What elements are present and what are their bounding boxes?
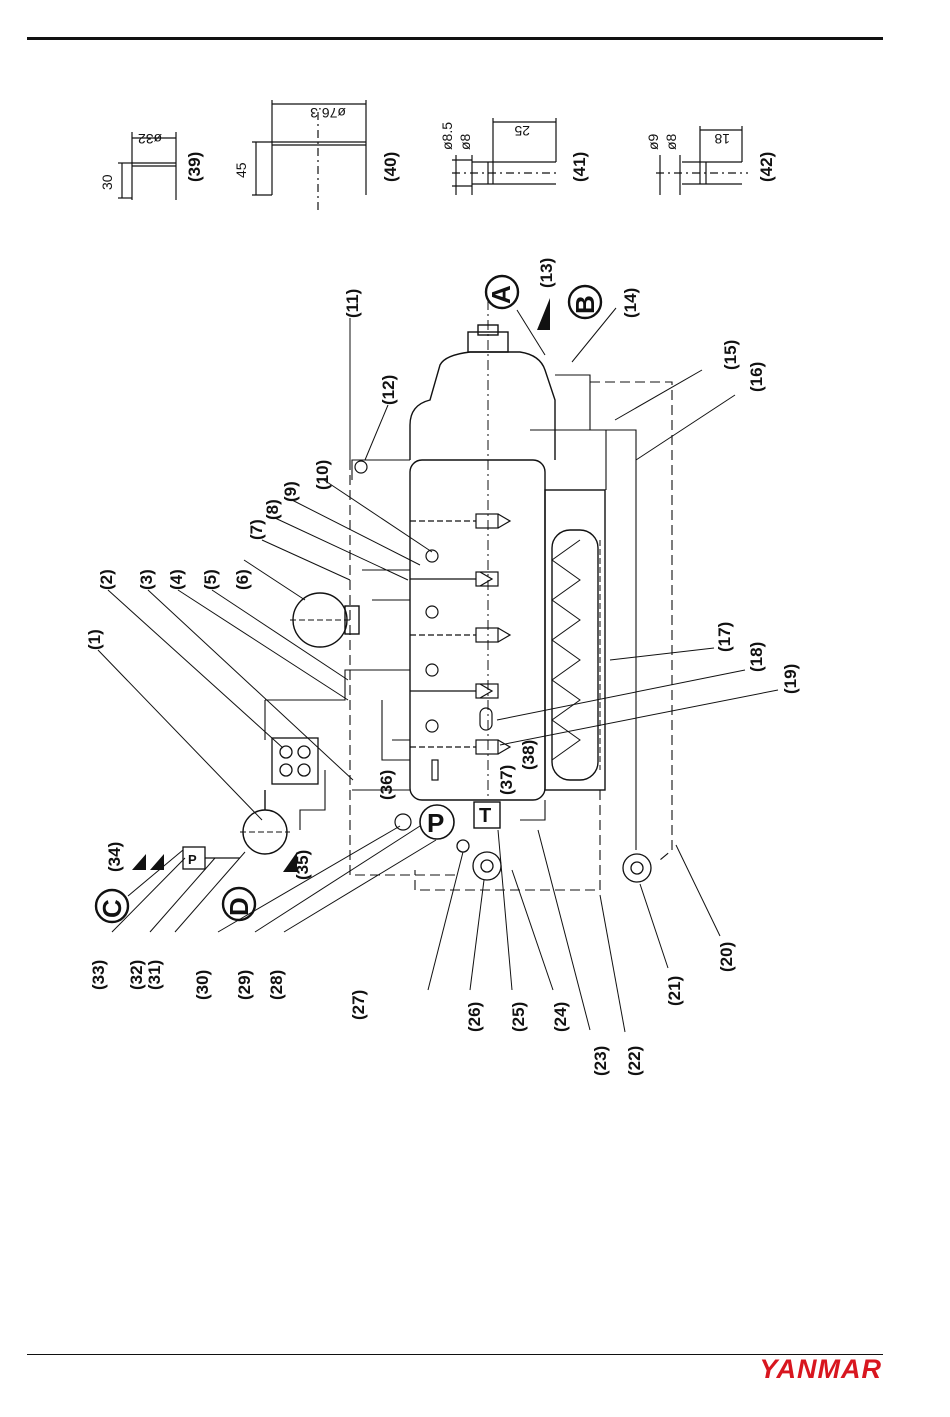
callout-38: (38) — [519, 740, 538, 770]
callout-22: (22) — [625, 1046, 644, 1076]
callout-5: (5) — [201, 569, 220, 590]
callout-7: (7) — [247, 519, 266, 540]
detail-40 — [252, 100, 366, 212]
callout-11: (11) — [343, 289, 362, 318]
callout-29: (29) — [235, 970, 254, 1000]
detail-39-dim-diameter: ø32 — [138, 131, 162, 147]
callout-19: (19) — [781, 664, 800, 694]
detail-39-dim-height: 30 — [99, 174, 115, 190]
callout-1: (1) — [85, 629, 104, 650]
connector-A: A — [486, 285, 516, 304]
yanmar-logo: YANMAR — [760, 1354, 883, 1385]
callout-25: (25) — [509, 1002, 528, 1032]
callout-8: (8) — [263, 499, 282, 520]
callout-26: (26) — [465, 1002, 484, 1032]
cylinder-plugs — [426, 550, 438, 732]
detail-40-dim-height: 45 — [233, 162, 249, 178]
callout-16: (16) — [747, 362, 766, 392]
callout-18: (18) — [747, 642, 766, 672]
detail-41-dim-length: 25 — [514, 123, 530, 139]
callout-31: (31) — [145, 960, 164, 990]
raw-water-pump — [457, 840, 501, 880]
oil-cooler — [240, 790, 290, 854]
callout-33: (33) — [89, 960, 108, 990]
callout-35: (35) — [293, 850, 312, 880]
callout-13: (13) — [537, 258, 556, 288]
callout-21: (21) — [665, 976, 684, 1006]
hatch-wedges — [132, 298, 550, 872]
connector-circles — [96, 276, 601, 922]
detail-42-dim-length: 18 — [714, 131, 730, 147]
callout-4: (4) — [167, 569, 186, 590]
callout-23: (23) — [591, 1046, 610, 1076]
callout-9: (9) — [281, 481, 300, 502]
callout-36: (36) — [377, 770, 396, 800]
connector-C: C — [97, 899, 127, 918]
callout-6: (6) — [233, 569, 252, 590]
detail-41-dim-inner: ø8 — [457, 133, 473, 150]
detail-39-label: (39) — [185, 152, 204, 182]
detail-41-label: (41) — [570, 152, 589, 182]
detail-41 — [452, 118, 560, 195]
detail-42-label: (42) — [757, 152, 776, 182]
callout-15: (15) — [721, 340, 740, 370]
injector-row — [410, 514, 510, 754]
valves — [355, 461, 438, 830]
callout-labels: (1) (2) (3) (4) (5) (6) (7) (8) (9) (10)… — [85, 258, 800, 1076]
callout-3: (3) — [137, 569, 156, 590]
detail-41-dim-outer: ø8.5 — [439, 122, 455, 150]
callout-12: (12) — [379, 375, 398, 405]
callout-17: (17) — [715, 622, 734, 652]
detail-40-dim-diameter: ø76.3 — [310, 105, 346, 121]
callout-24: (24) — [551, 1002, 570, 1032]
connector-B: B — [570, 295, 600, 314]
detail-42-dim-outer: ø9 — [645, 133, 661, 150]
fresh-water-pump-symbol: P — [427, 808, 444, 838]
expansion-tank — [290, 593, 359, 647]
heat-exchanger-flow — [552, 540, 600, 770]
detail-42-dim-inner: ø8 — [663, 133, 679, 150]
raw-water-circuit — [350, 375, 672, 890]
callout-28: (28) — [267, 970, 286, 1000]
callout-32: (32) — [127, 960, 146, 990]
pressure-switch-symbol: P — [188, 852, 197, 867]
sea-water-pump — [623, 854, 651, 882]
callout-37: (37) — [497, 765, 516, 795]
callout-10: (10) — [313, 460, 332, 490]
callout-27: (27) — [349, 990, 368, 1020]
detail-40-label: (40) — [381, 152, 400, 182]
callout-2: (2) — [97, 569, 116, 590]
callout-14: (14) — [621, 288, 640, 318]
callout-20: (20) — [717, 942, 736, 972]
callout-34: (34) — [105, 842, 124, 872]
callout-30: (30) — [193, 970, 212, 1000]
thermostat-symbol: T — [479, 805, 491, 827]
